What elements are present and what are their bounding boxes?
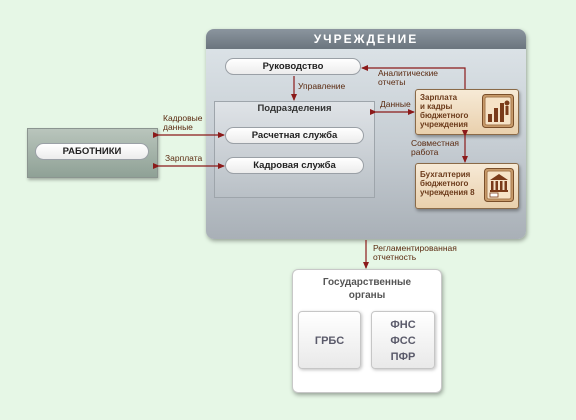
subdivisions-block — [214, 101, 375, 198]
subdivisions-title: Подразделения — [257, 103, 332, 114]
institution-title: УЧРЕЖДЕНИЕ — [206, 29, 526, 49]
accounting-icon — [484, 168, 514, 202]
analytic-reports-arrow — [361, 65, 466, 89]
management-node[interactable]: Руководство — [225, 58, 361, 75]
grbs-node[interactable]: ГРБС — [298, 311, 361, 369]
joint-work-label: Совместная работа — [411, 138, 460, 157]
funds-node[interactable]: ФНС ФСС ПФР — [371, 311, 435, 369]
analytic-reports-label: Аналитические отчеты — [378, 68, 439, 87]
workers-node[interactable]: РАБОТНИКИ — [35, 143, 149, 160]
hr-data-label: Кадровые данные — [163, 113, 203, 132]
hr-service-node[interactable]: Кадровая служба — [225, 157, 364, 174]
management-flow-label: Управление — [298, 81, 346, 91]
government-title: Государственные органы — [322, 277, 412, 301]
data-label: Данные — [380, 99, 411, 109]
payroll-service-node[interactable]: Расчетная служба — [225, 127, 364, 144]
salary-hr-icon — [482, 94, 514, 128]
salary-label: Зарплата — [165, 153, 203, 163]
regulated-reports-label: Регламентированная отчетность — [373, 243, 457, 262]
accounting-system-label: Бухгалтерия бюджетного учреждения 8 — [420, 170, 475, 197]
salary-hr-system-label: Зарплата и кадры бюджетного учреждения — [420, 93, 469, 129]
